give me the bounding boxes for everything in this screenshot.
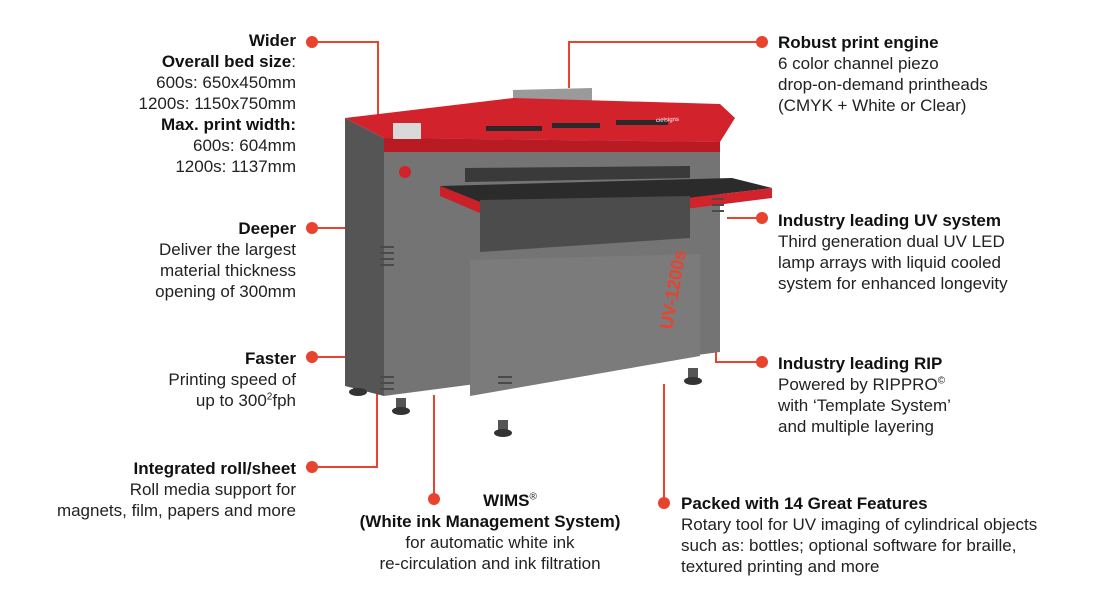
roll-line2: magnets, film, papers and more — [56, 501, 296, 520]
callout-uv: Industry leading UV system Third generat… — [778, 210, 1008, 294]
callout-deeper-title: Deeper — [238, 219, 296, 238]
wims-registered: ® — [529, 491, 537, 503]
features-line3: textured printing and more — [681, 557, 880, 576]
rip-line2: with ‘Template System’ — [778, 396, 951, 415]
callout-roll: Integrated roll/sheet Roll media support… — [57, 458, 296, 521]
engine-line1: 6 color channel piezo — [778, 54, 939, 73]
features-line2: such as: bottles; optional software for … — [681, 536, 1017, 555]
callout-engine: Robust print engine 6 color channel piez… — [778, 32, 988, 116]
printer-body — [345, 88, 772, 437]
uv-line2: lamp arrays with liquid cooled — [778, 253, 1001, 272]
wims-line1: (White ink Management System) — [359, 512, 621, 531]
callout-wims: WIMS® (White ink Management System) for … — [330, 490, 650, 574]
callout-wider: Wider Overall bed size: 600s: 650x450mm … — [138, 30, 296, 177]
faster-line1: Printing speed of — [168, 370, 296, 389]
leader-lines — [312, 41, 762, 501]
wims-title-text: WIMS — [483, 491, 530, 510]
wims-line2: for automatic white ink — [405, 533, 575, 552]
bed-size-colon: : — [291, 52, 296, 71]
speed-value: up to 300 — [195, 391, 267, 410]
brand-badge: cielsigns — [656, 117, 679, 124]
callout-wider-title: Wider — [248, 31, 296, 50]
features-line1: Rotary tool for UV imaging of cylindrica… — [681, 515, 1038, 534]
deeper-line2: material thickness — [159, 261, 296, 280]
deeper-line1: Deliver the largest — [158, 240, 296, 259]
callout-engine-title: Robust print engine — [778, 33, 939, 52]
uv-line3: system for enhanced longevity — [778, 274, 1008, 293]
callout-deeper: Deeper Deliver the largest material thic… — [155, 218, 296, 302]
wims-line3: re-circulation and ink filtration — [379, 554, 601, 573]
leader-roll — [312, 388, 378, 468]
width-600: 600s: 604mm — [193, 136, 296, 155]
roll-line1: Roll media support for — [129, 480, 296, 499]
leader-rip — [715, 322, 762, 363]
rip-line3: and multiple layering — [778, 417, 934, 436]
uv-line1: Third generation dual UV LED — [778, 232, 1005, 251]
callout-faster: Faster Printing speed of up to 3002fph — [168, 348, 296, 411]
callout-uv-title: Industry leading UV system — [778, 211, 1001, 230]
callout-roll-title: Integrated roll/sheet — [133, 459, 296, 478]
callout-faster-title: Faster — [244, 349, 296, 368]
callout-features: Packed with 14 Great Features Rotary too… — [681, 493, 1037, 577]
callout-wider-bed: Overall bed size: — [138, 51, 296, 72]
rip-copyright: © — [937, 375, 946, 387]
bed-1200: 1200s: 1150x750mm — [138, 94, 296, 113]
leader-dots — [306, 36, 768, 509]
bed-600: 600s: 650x450mm — [156, 73, 296, 92]
callout-features-title: Packed with 14 Great Features — [681, 494, 928, 513]
rip-line1: Powered by RIPPRO© — [778, 374, 951, 395]
width-1200: 1200s: 1137mm — [175, 157, 296, 176]
leader-wider — [312, 41, 379, 118]
callout-rip: Industry leading RIP Powered by RIPPRO© … — [778, 353, 951, 437]
engine-line2: drop-on-demand printheads — [778, 75, 988, 94]
deeper-line3: opening of 300mm — [155, 282, 296, 301]
speed-superscript: 2 — [266, 391, 273, 403]
callout-rip-title: Industry leading RIP — [778, 354, 943, 373]
callout-wims-title: WIMS® — [330, 490, 650, 511]
faster-line2: up to 3002fph — [168, 390, 296, 411]
leader-engine — [568, 41, 762, 88]
bed-size-label: Overall bed size — [161, 52, 292, 71]
engine-line3: (CMYK + White or Clear) — [778, 96, 967, 115]
speed-unit: fph — [272, 391, 296, 410]
rip-line1-text: Powered by RIPPRO — [778, 375, 938, 394]
print-width-label: Max. print width: — [160, 115, 296, 134]
